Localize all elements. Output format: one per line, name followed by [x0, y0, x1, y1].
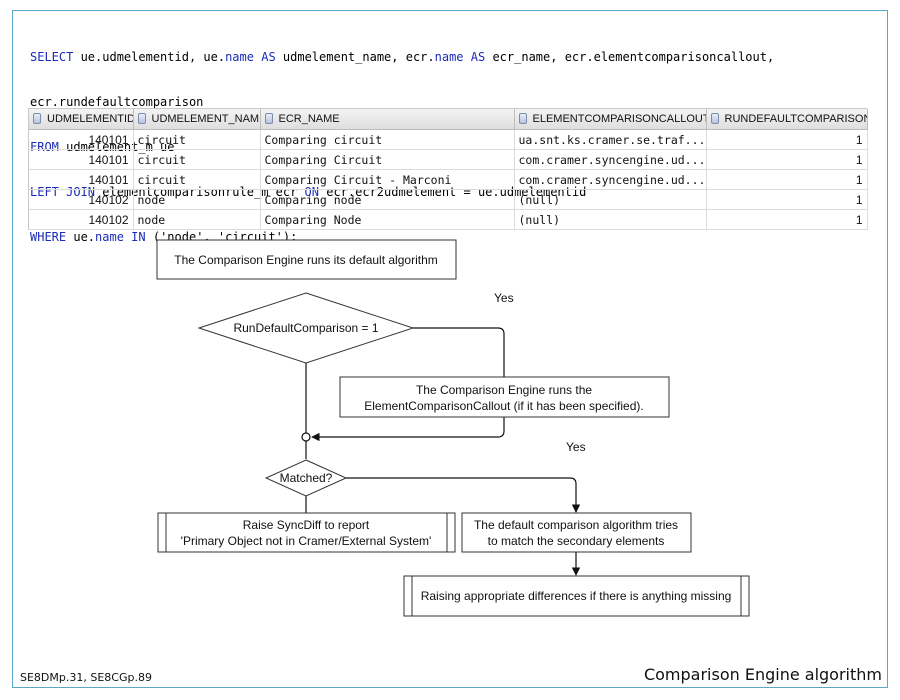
sql-keyword: AS — [261, 50, 276, 64]
decision-matched-text: Matched? — [280, 471, 333, 485]
cell-elementcomparisoncallout[interactable]: com.cramer.syncengine.ud... — [514, 149, 707, 170]
cell-elementcomparisoncallout[interactable]: ua.snt.ks.cramer.se.traf... — [514, 129, 707, 150]
column-header-udmelementid[interactable]: UDMELEMENTID — [29, 109, 134, 130]
step-raise-differences-text: Raising appropriate differences if there… — [421, 589, 732, 603]
label-yes-2: Yes — [566, 440, 586, 454]
cell-rundefaultcomparison[interactable]: 1 — [706, 189, 868, 210]
column-type-icon — [33, 113, 41, 124]
cell-rundefaultcomparison[interactable]: 1 — [706, 129, 868, 150]
table-row[interactable]: 140101 circuit Comparing Circuit - Marco… — [29, 169, 868, 190]
sql-text: ecr.rundefaultcomparison — [30, 95, 204, 109]
table-row[interactable]: 140101 circuit Comparing circuit ua.snt.… — [29, 129, 868, 150]
column-header-rundefaultcomparison[interactable]: RUNDEFAULTCOMPARISON — [706, 109, 868, 130]
step-match-secondary-text-2: to match the secondary elements — [488, 534, 665, 548]
cell-udmelement-name[interactable]: circuit — [133, 129, 261, 150]
cell-ecr-name[interactable]: Comparing node — [260, 189, 515, 210]
sql-text: ue. — [66, 230, 96, 244]
column-header-udmelement-name[interactable]: UDMELEMENT_NAME — [133, 109, 261, 130]
step-default-algorithm-text: The Comparison Engine runs its default a… — [174, 253, 437, 267]
result-header-row: UDMELEMENTID UDMELEMENT_NAME ECR_NAME EL… — [29, 109, 868, 130]
column-header-ecr-name[interactable]: ECR_NAME — [260, 109, 515, 130]
column-type-icon — [137, 113, 146, 124]
step-raise-syncdiff-text-2: 'Primary Object not in Cramer/External S… — [181, 534, 432, 548]
sql-line-1: SELECT ue.udmelementid, ue.name AS udmel… — [30, 50, 870, 65]
column-header-label: ECR_NAME — [278, 113, 340, 125]
cell-elementcomparisoncallout[interactable]: com.cramer.syncengine.ud... — [514, 169, 707, 190]
cell-ecr-name[interactable]: Comparing Node — [260, 209, 515, 230]
cell-udmelement-name[interactable]: circuit — [133, 149, 261, 170]
cell-udmelementid[interactable]: 140102 — [29, 189, 134, 210]
cell-ecr-name[interactable]: Comparing Circuit — [260, 149, 515, 170]
query-result-grid: UDMELEMENTID UDMELEMENT_NAME ECR_NAME EL… — [28, 108, 868, 230]
step-raise-syncdiff-text-1: Raise SyncDiff to report — [243, 518, 370, 532]
column-header-elementcomparisoncallout[interactable]: ELEMENTCOMPARISONCALLOUT — [514, 109, 707, 130]
connector-matched-yes — [346, 477, 581, 513]
sql-text: udmelement_name, ecr. — [275, 50, 435, 64]
sql-keyword: name — [225, 50, 254, 64]
sql-keyword: name — [434, 50, 464, 64]
cell-rundefaultcomparison[interactable]: 1 — [706, 149, 868, 170]
step-callout — [339, 376, 670, 418]
step-default-algorithm — [156, 239, 457, 280]
step-callout-text-2: ElementComparisonCallout (if it has been… — [364, 399, 643, 413]
table-row[interactable]: 140102 node Comparing node (null) 1 — [29, 189, 868, 210]
sql-text: ue.udmelementid, ue. — [73, 50, 226, 64]
sql-keyword: SELECT — [30, 50, 74, 64]
sql-text: ecr_name, ecr.elementcomparisoncallout, — [485, 50, 775, 64]
decision-run-default-comparison-text: RunDefaultComparison = 1 — [233, 321, 378, 335]
column-header-label: RUNDEFAULTCOMPARISON — [724, 113, 867, 125]
column-header-label: UDMELEMENT_NAME — [151, 113, 260, 125]
sql-keyword: AS — [470, 50, 486, 64]
step-raise-syncdiff — [157, 512, 456, 553]
column-type-icon — [710, 113, 719, 124]
cell-udmelementid[interactable]: 140101 — [29, 149, 134, 170]
cell-rundefaultcomparison[interactable]: 1 — [706, 209, 868, 230]
step-raise-differences — [403, 575, 750, 617]
table-row[interactable]: 140102 node Comparing Node (null) 1 — [29, 209, 868, 230]
column-type-icon — [264, 113, 273, 124]
step-match-secondary — [461, 512, 692, 553]
page-frame — [12, 10, 888, 688]
cell-rundefaultcomparison[interactable]: 1 — [706, 169, 868, 190]
sql-keyword: name — [95, 230, 124, 244]
column-header-label: ELEMENTCOMPARISONCALLOUT — [532, 113, 706, 125]
cell-udmelementid[interactable]: 140101 — [29, 169, 134, 190]
table-row[interactable]: 140101 circuit Comparing Circuit com.cra… — [29, 149, 868, 170]
column-header-label: UDMELEMENTID — [47, 113, 133, 125]
footer-caption: Comparison Engine algorithm — [643, 665, 882, 684]
sql-line-2: ecr.rundefaultcomparison — [30, 95, 870, 110]
sql-keyword: IN — [131, 230, 146, 244]
cell-ecr-name[interactable]: Comparing Circuit - Marconi — [260, 169, 515, 190]
cell-ecr-name[interactable]: Comparing circuit — [260, 129, 515, 150]
junction-node — [301, 432, 311, 442]
cell-udmelement-name[interactable]: node — [133, 189, 261, 210]
cell-udmelement-name[interactable]: node — [133, 209, 261, 230]
cell-elementcomparisoncallout[interactable]: (null) — [514, 189, 707, 210]
cell-elementcomparisoncallout[interactable]: (null) — [514, 209, 707, 230]
footer-reference: SE8DMp.31, SE8CGp.89 — [20, 671, 152, 684]
cell-udmelementid[interactable]: 140101 — [29, 129, 134, 150]
sql-keyword: WHERE — [30, 230, 67, 244]
label-yes-1: Yes — [494, 291, 514, 305]
step-match-secondary-text-1: The default comparison algorithm tries — [474, 518, 678, 532]
cell-udmelementid[interactable]: 140102 — [29, 209, 134, 230]
column-type-icon — [518, 113, 527, 124]
step-callout-text-1: The Comparison Engine runs the — [416, 383, 592, 397]
cell-udmelement-name[interactable]: circuit — [133, 169, 261, 190]
